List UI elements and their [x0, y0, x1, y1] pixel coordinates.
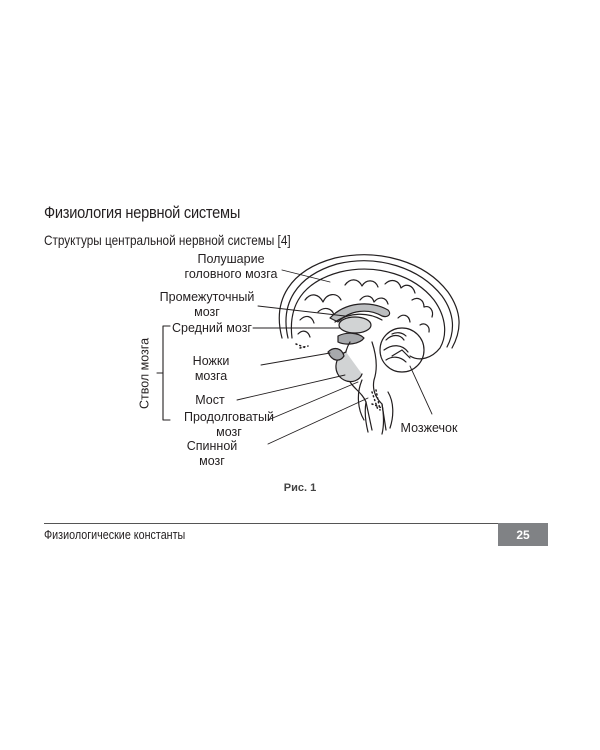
midbrain-shape	[337, 332, 365, 345]
label-midbrain: Средний мозг	[172, 321, 252, 335]
label-medulla: Продолговатый мозг	[184, 410, 274, 439]
section-title: Физиология нервной системы	[44, 203, 241, 222]
cerebellum-shape	[379, 327, 425, 373]
corpus-callosum	[329, 303, 391, 323]
skull-inner-outline	[285, 260, 453, 348]
spinal-cord-shape	[364, 401, 385, 435]
figure-subtitle: Структуры центральной нервной системы [4…	[44, 232, 291, 248]
label-spinal-cord: Спинной мозг	[186, 439, 238, 468]
label-brainstem: Ствол мозга	[137, 337, 152, 410]
label-cerebellum: Мозжечок	[400, 421, 458, 435]
label-hemisphere: Полушарие головного мозга	[184, 252, 278, 281]
brain-hemisphere-outline	[290, 268, 446, 360]
skull-outline	[278, 254, 460, 349]
label-diencephalon: Промежуточный мозг	[159, 290, 255, 319]
figure-caption: Рис. 1	[283, 482, 317, 494]
diencephalon-shape	[338, 316, 372, 334]
footer-divider	[44, 523, 548, 524]
brainstem-bracket	[156, 325, 171, 421]
label-pons: Мост	[195, 393, 225, 407]
label-peduncles: Ножки мозга	[192, 354, 230, 383]
footer-title: Физиологические константы	[44, 528, 186, 542]
page-number: 25	[498, 523, 548, 546]
